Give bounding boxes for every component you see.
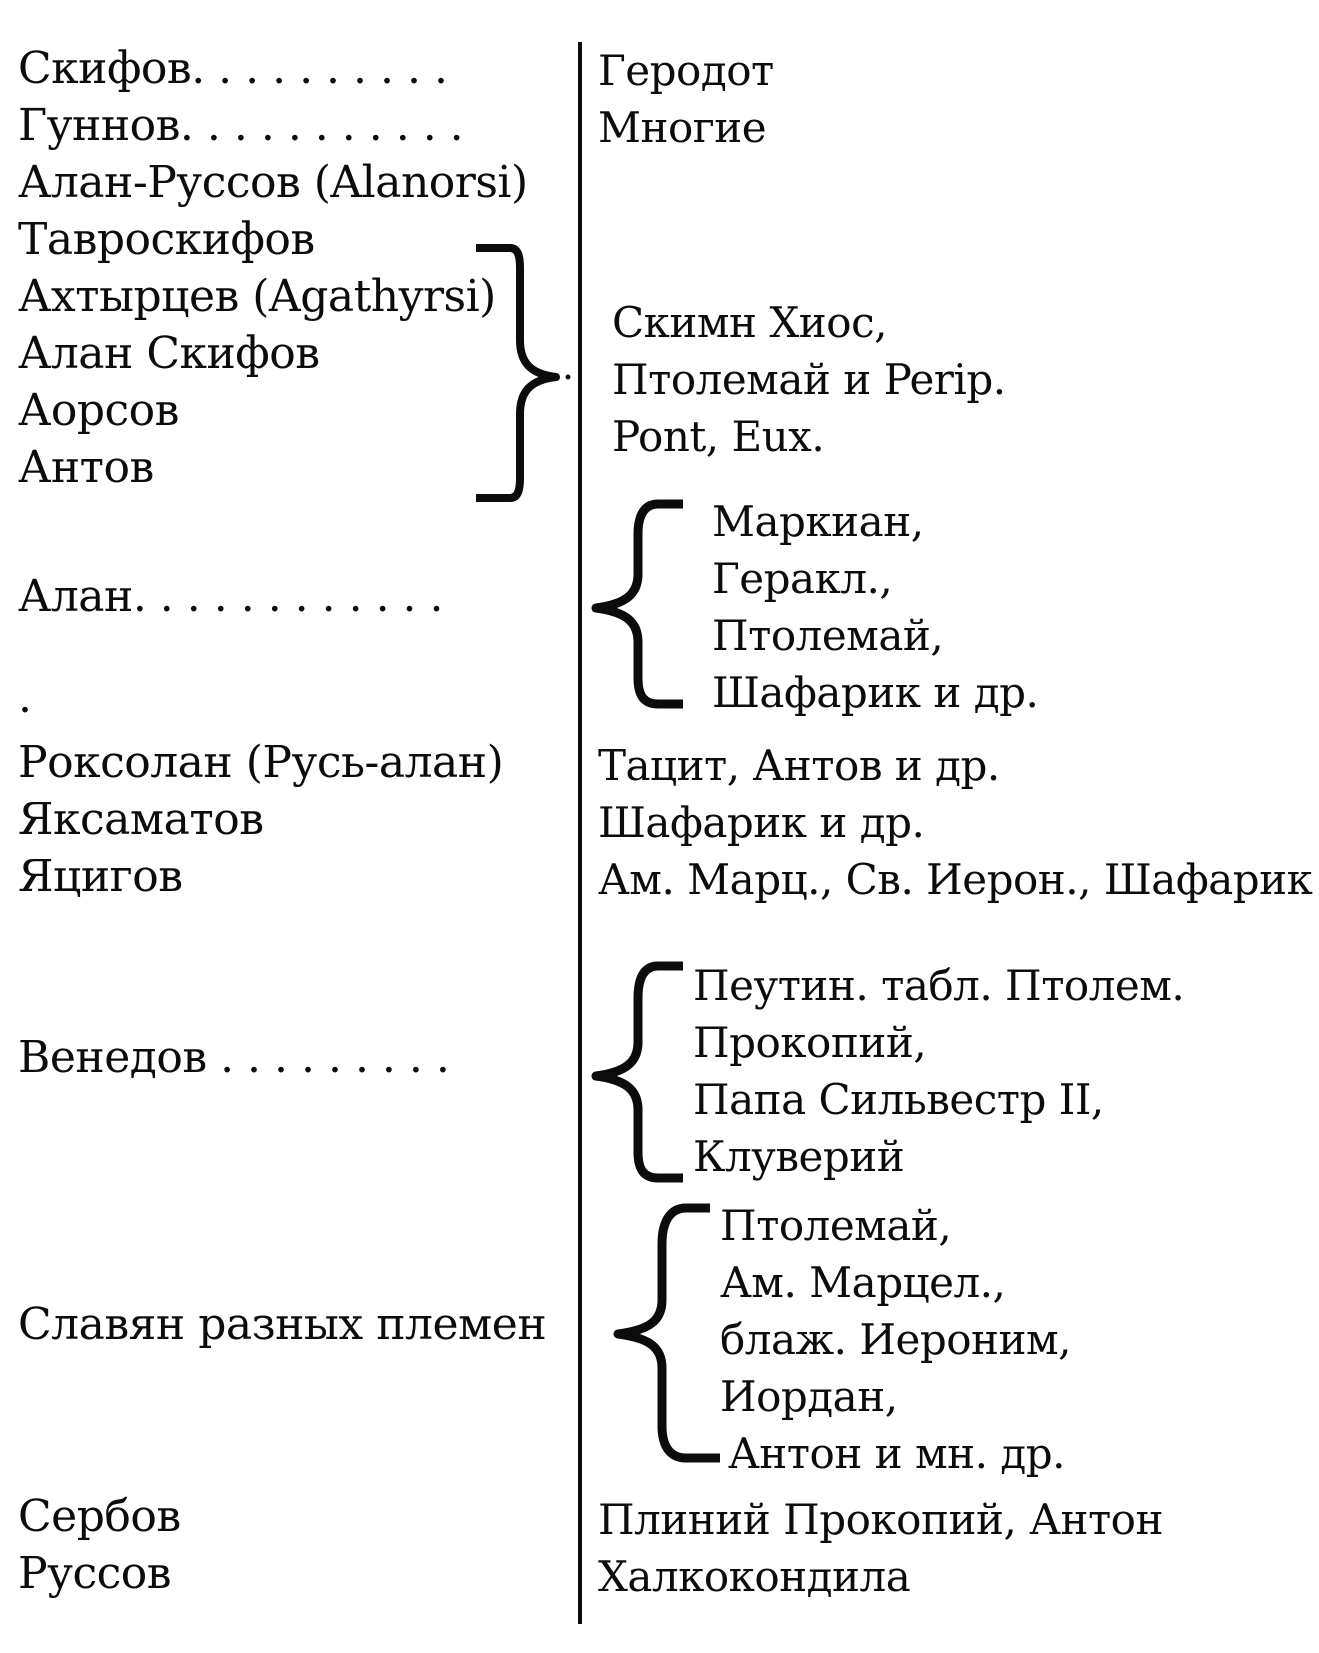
- source-pont-eux: Pont, Eux.: [612, 412, 825, 461]
- source-anton-many: Антон и мн. др.: [728, 1429, 1065, 1478]
- source-cluverius: Клуверий: [693, 1132, 905, 1181]
- people-entry-antes: Антов: [18, 442, 154, 493]
- people-entry-slavs: Славян разных племен: [18, 1299, 547, 1350]
- people-entry-tauroscythians: Тавроскифов: [18, 214, 315, 265]
- people-entry-scythians: Скифов. . . . . . . . . .: [18, 43, 448, 94]
- source-bl-hieronymus: блаж. Иероним,: [720, 1315, 1072, 1364]
- left-curly-brace-slavs: [613, 1203, 720, 1463]
- source-amm-marcel: Ам. Марцел.,: [720, 1258, 1006, 1307]
- source-marcian: Маркиан,: [712, 497, 924, 546]
- people-entry-iazyges: Яцигов: [18, 851, 183, 902]
- source-tacitus: Тацит, Антов и др.: [598, 741, 1000, 790]
- people-entry-iaxamatae: Яксаматов: [18, 794, 264, 845]
- people-entry-agathyrsi: Ахтырцев (Agathyrsi): [18, 271, 496, 322]
- source-many: Многие: [598, 103, 767, 152]
- right-curly-brace: [476, 244, 571, 502]
- source-scymnus-chios: Скимн Хиос,: [612, 298, 887, 347]
- source-safarik-1: Шафарик и др.: [712, 668, 1039, 717]
- people-entry-veneti: Венедов . . . . . . . . .: [18, 1032, 450, 1083]
- people-entry-serbs: Сербов: [18, 1491, 181, 1542]
- people-entry-roxolani: Роксолан (Русь-алан): [18, 737, 504, 788]
- source-heracl: Геракл.,: [712, 554, 893, 603]
- source-pope-sylvester: Папа Сильвестр II,: [693, 1075, 1104, 1124]
- source-ptolemy-2: Птолемай,: [720, 1201, 952, 1250]
- people-entry-huns: Гуннов. . . . . . . . . . .: [18, 100, 464, 151]
- source-ptolemy-perip: Птолемай и Perip.: [612, 355, 1006, 404]
- column-divider: [578, 42, 582, 1624]
- source-procopius-1: Прокопий,: [693, 1018, 927, 1067]
- source-safarik-2: Шафарик и др.: [598, 798, 925, 847]
- source-peutinger-table: Пеутин. табл. Птолем.: [693, 961, 1185, 1010]
- people-entry-alan-russ: Алан-Руссов (Alanorsi): [18, 157, 528, 208]
- source-herodotus: Геродот: [598, 46, 774, 95]
- left-curly-brace-alans: [591, 499, 683, 709]
- source-jordanes: Иордан,: [720, 1372, 898, 1421]
- people-entry-alan-scythians: Алан Скифов: [18, 328, 320, 379]
- source-pliny-procopius: Плиний Прокопий, Антон: [598, 1495, 1163, 1544]
- people-entry-russ: Руссов: [18, 1548, 172, 1599]
- source-amm-marc-hieron: Ам. Марц., Св. Иерон., Шафарик: [598, 855, 1313, 904]
- left-curly-brace-veneti: [591, 961, 683, 1183]
- stray-dot: .: [18, 672, 32, 723]
- people-entry-alans: Алан. . . . . . . . . . . .: [18, 571, 444, 622]
- source-ptolemy-1: Птолемай,: [712, 611, 944, 660]
- people-entry-aorsi: Аорсов: [18, 385, 179, 436]
- source-chalcocondyles: Халкокондила: [598, 1552, 911, 1601]
